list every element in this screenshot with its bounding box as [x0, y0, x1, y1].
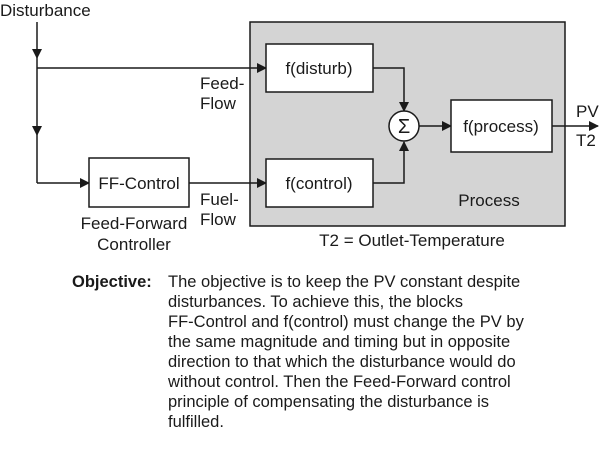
- ff-control-label: FF-Control: [98, 174, 179, 193]
- f-process-block: [450, 99, 553, 153]
- objective-line: direction to that which the disturbance …: [168, 353, 516, 371]
- ff-controller-label-1: Feed-Forward: [81, 214, 188, 233]
- feed-flow-label-2: Flow: [200, 94, 237, 113]
- process-label: Process: [458, 191, 519, 210]
- sum-symbol: Σ: [398, 116, 410, 138]
- f-process-label: f(process): [463, 117, 539, 136]
- objective-line: without control. Then the Feed-Forward c…: [168, 373, 511, 391]
- f-disturb-label: f(disturb): [285, 59, 352, 78]
- disturbance-label: Disturbance: [0, 1, 91, 20]
- objective-text: The objective is to keep the PV constant…: [168, 272, 588, 432]
- fuel-flow-label-2: Flow: [200, 210, 237, 229]
- objective-line: fulfilled.: [168, 413, 224, 431]
- fuel-flow-label-1: Fuel-: [200, 190, 239, 209]
- objective-line: the same magnitude and timing but in opp…: [168, 333, 511, 351]
- objective-line: The objective is to keep the PV constant…: [168, 273, 521, 291]
- objective-line: principle of compensating the disturbanc…: [168, 393, 490, 411]
- objective-label: Objective:: [72, 273, 152, 291]
- ff-controller-label-2: Controller: [97, 235, 171, 254]
- disturb-to-sum-line: [373, 67, 409, 112]
- feed-forward-diagram: Disturbance Feed- Flow FF-Control Feed-F…: [0, 1, 599, 254]
- objective-line: disturbances. To achieve this, the block…: [168, 293, 464, 311]
- feed-flow-label-1: Feed-: [200, 74, 244, 93]
- outlet-temperature-label: T2 = Outlet-Temperature: [319, 231, 505, 250]
- f-control-block: [265, 158, 374, 208]
- objective-line: FF-Control and f(control) must change th…: [168, 313, 524, 331]
- t2-label: T2: [576, 131, 596, 150]
- pv-label: PV: [576, 102, 599, 121]
- ff-control-block: [88, 157, 190, 208]
- f-control-label: f(control): [285, 174, 352, 193]
- control-to-sum-line: [373, 141, 409, 184]
